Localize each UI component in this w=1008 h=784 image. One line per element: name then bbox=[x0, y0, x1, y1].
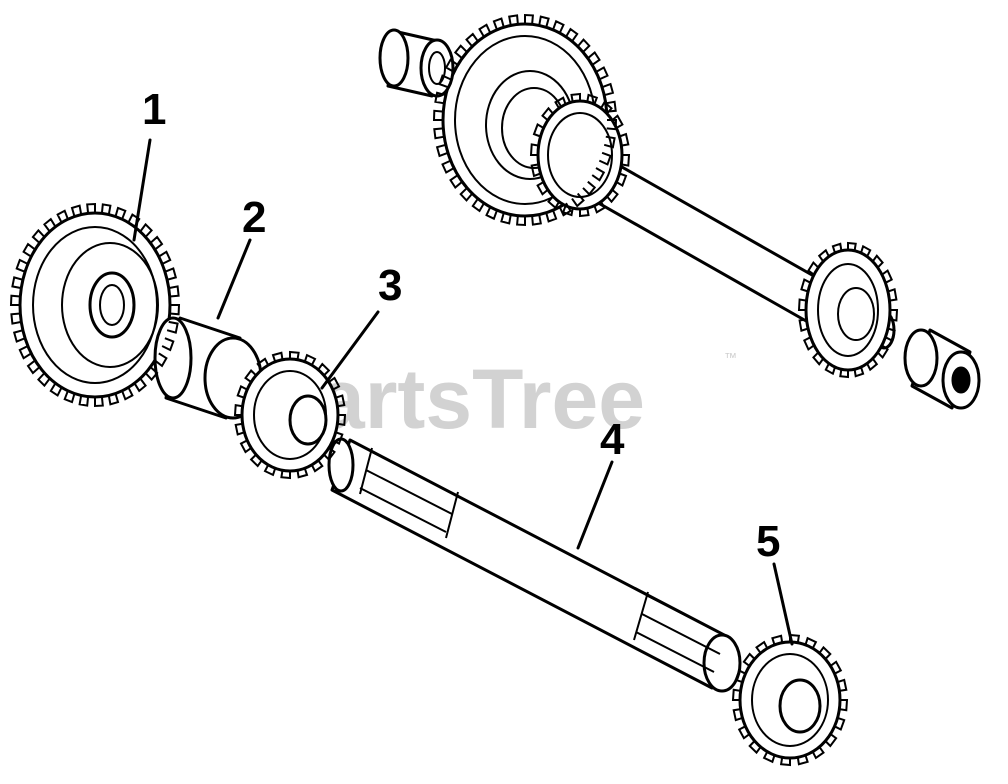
part-1-large-gear bbox=[18, 211, 172, 399]
gear-teeth-4 bbox=[529, 92, 631, 218]
leader-line-3 bbox=[320, 310, 380, 390]
leader-line-5 bbox=[772, 562, 794, 646]
upper-bearing-right bbox=[903, 328, 981, 410]
gear-teeth-5 bbox=[797, 241, 899, 379]
watermark-trademark: ™ bbox=[724, 350, 737, 365]
callout-5: 5 bbox=[756, 517, 780, 566]
callout-2: 2 bbox=[242, 193, 266, 242]
leader-line-2 bbox=[216, 238, 252, 320]
assembled-shaft-group bbox=[378, 22, 981, 410]
part-4-splined-shaft bbox=[327, 437, 742, 693]
gear-teeth-1 bbox=[233, 350, 347, 480]
gear-teeth-2 bbox=[731, 633, 849, 767]
callout-1: 1 bbox=[142, 85, 166, 134]
upper-small-gear-right bbox=[804, 248, 892, 372]
part-5-small-gear bbox=[738, 640, 842, 760]
callouts: 1 2 3 4 5 bbox=[142, 85, 780, 566]
gear-teeth-3 bbox=[432, 13, 618, 227]
callout-4: 4 bbox=[600, 415, 625, 464]
callout-3: 3 bbox=[378, 261, 402, 310]
gear-teeth-0 bbox=[9, 202, 181, 408]
leader-line-4 bbox=[576, 460, 614, 550]
part-3-small-gear bbox=[240, 357, 340, 473]
